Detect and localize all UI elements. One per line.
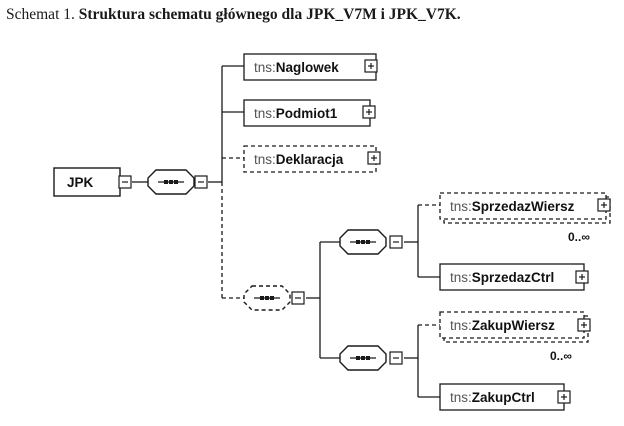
plus-box-icon[interactable] [597,198,611,212]
sequence-icon [356,356,370,360]
minus-box-icon[interactable] [118,175,132,189]
inner-optional-lines [418,204,440,326]
plus-box-icon[interactable] [367,151,381,165]
svg-text:tns:Podmiot1: tns:Podmiot1 [254,106,338,121]
optional-connector-lines [221,157,244,299]
sequence-compositor-root[interactable] [147,169,208,195]
svg-text:tns:ZakupCtrl: tns:ZakupCtrl [450,390,535,405]
svg-text:tns:SprzedazCtrl: tns:SprzedazCtrl [450,270,554,285]
element-name: Naglowek [276,60,340,75]
root-element-jpk[interactable]: JPK [53,167,132,197]
sequence-icon [164,180,178,184]
minus-box-icon[interactable] [389,351,403,365]
diagram-caption: Schemat 1. Struktura schematu głównego d… [6,6,461,24]
element-name: ZakupWiersz [472,318,555,333]
minus-box-icon[interactable] [194,175,208,189]
element-zakup-wiersz[interactable]: tns:ZakupWiersz 0..∞ [439,311,591,363]
element-sprzedaz-wiersz[interactable]: tns:SprzedazWiersz 0..∞ [439,192,611,244]
root-label: JPK [67,175,94,190]
sequence-icon [260,296,274,300]
cardinality-label: 0..∞ [550,349,572,363]
plus-box-icon[interactable] [364,59,378,73]
element-prefix: tns: [450,270,472,285]
element-deklaracja[interactable]: tns:Deklaracja [243,145,381,173]
svg-text:tns:Deklaracja: tns:Deklaracja [254,152,344,167]
inner-connector-lines [306,205,440,398]
sequence-compositor-zakup[interactable] [339,345,403,371]
minus-box-icon[interactable] [291,291,305,305]
element-prefix: tns: [450,318,472,333]
svg-text:tns:ZakupWiersz: tns:ZakupWiersz [450,318,555,333]
element-name: Podmiot1 [276,106,338,121]
element-name: Deklaracja [276,152,344,167]
element-name: SprzedazCtrl [472,270,555,285]
element-name: ZakupCtrl [472,390,535,405]
element-prefix: tns: [450,199,472,214]
plus-box-icon[interactable] [575,270,589,284]
element-sprzedaz-ctrl[interactable]: tns:SprzedazCtrl [439,263,589,291]
element-prefix: tns: [254,60,276,75]
plus-box-icon[interactable] [557,390,571,404]
connector-lines [132,65,244,183]
svg-text:tns:Naglowek: tns:Naglowek [254,60,339,75]
plus-box-icon[interactable] [362,105,376,119]
element-prefix: tns: [254,152,276,167]
element-zakup-ctrl[interactable]: tns:ZakupCtrl [439,383,571,411]
sequence-icon [356,240,370,244]
element-podmiot1[interactable]: tns:Podmiot1 [243,99,376,127]
element-name: SprzedazWiersz [472,199,575,214]
caption-title: Struktura schematu głównego dla JPK_V7M … [78,6,461,23]
minus-box-icon[interactable] [389,235,403,249]
element-naglowek[interactable]: tns:Naglowek [243,53,378,81]
element-prefix: tns: [450,390,472,405]
sequence-compositor-optional[interactable] [243,285,305,311]
plus-box-icon[interactable] [577,318,591,332]
caption-prefix: Schemat 1. [6,6,75,23]
element-prefix: tns: [254,106,276,121]
svg-text:tns:SprzedazWiersz: tns:SprzedazWiersz [450,199,575,214]
sequence-compositor-sprzedaz[interactable] [339,229,403,255]
cardinality-label: 0..∞ [568,230,590,244]
